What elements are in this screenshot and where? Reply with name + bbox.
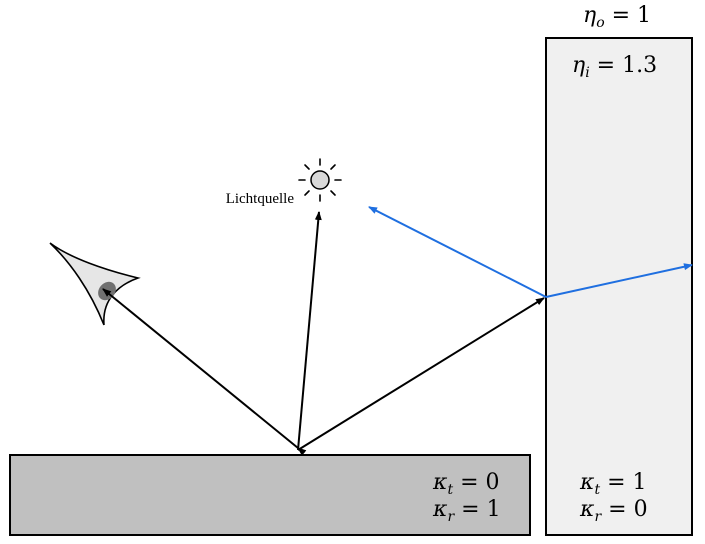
inner-ior-label: ηi = 1.3 — [572, 53, 657, 81]
glass-kappa-t-label: κt = 1 — [579, 470, 647, 498]
glass-kappa-r-label: κr = 0 — [579, 497, 648, 525]
outer-ior-label: ηo = 1 — [583, 3, 651, 31]
eye-shape — [49, 242, 141, 326]
secondary-rays — [368, 206, 693, 298]
floor-kappa-r-label: κr = 1 — [432, 497, 501, 525]
ray-floor-to-glass — [297, 297, 545, 451]
floor-kappa-t-label: κt = 0 — [432, 470, 500, 498]
sun-icon — [298, 158, 342, 202]
glass-block — [545, 37, 693, 536]
light-source-disk — [310, 170, 330, 190]
ray-floor-to-light — [297, 211, 322, 451]
primary-rays — [102, 211, 545, 456]
ray-eye-to-floor — [102, 288, 307, 456]
eye-icon — [49, 242, 141, 326]
light-source-label: Lichtquelle — [226, 191, 295, 207]
ray-reflected — [368, 206, 547, 298]
ray-refracted — [545, 263, 693, 298]
floor-block — [9, 454, 531, 536]
